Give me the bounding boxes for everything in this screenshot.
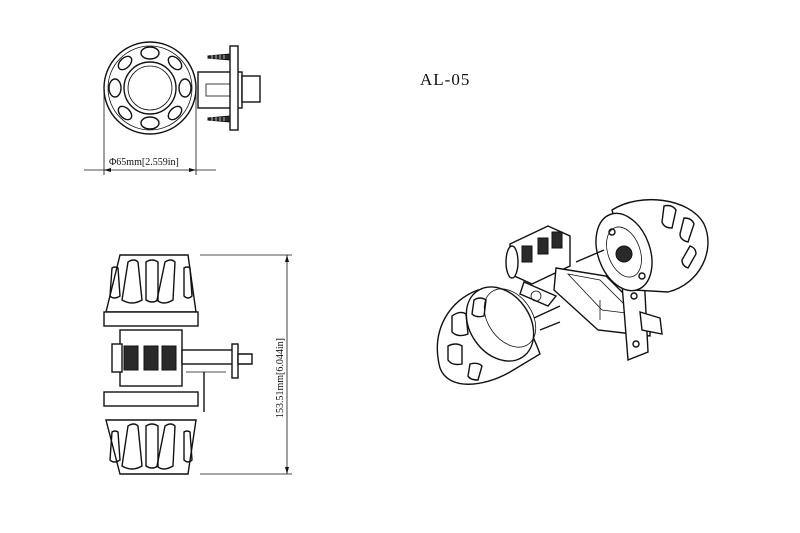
latch-assembly-front — [197, 45, 261, 131]
diameter-label: Φ65mm[2.559in] — [109, 157, 179, 168]
side-view: 153.51mm[6.044in] — [103, 254, 292, 475]
knob-face — [103, 41, 197, 135]
iso-knob-right — [575, 198, 709, 293]
iso-cage — [505, 225, 571, 307]
screw-top — [207, 53, 231, 61]
side-knob-top — [103, 254, 199, 327]
length-dimension: 153.51mm[6.044in] — [200, 254, 292, 475]
screw-bottom — [207, 115, 231, 123]
model-label: AL-05 — [420, 70, 470, 89]
side-knob-bottom — [103, 391, 199, 475]
length-label: 153.51mm[6.044in] — [275, 338, 286, 418]
front-view: Φ65mm[2.559in] — [84, 41, 261, 175]
iso-latch — [553, 267, 663, 362]
side-mechanism — [111, 329, 253, 412]
exploded-view — [436, 198, 709, 385]
iso-knob-left — [436, 286, 561, 385]
diameter-dimension: Φ65mm[2.559in] — [84, 92, 216, 175]
